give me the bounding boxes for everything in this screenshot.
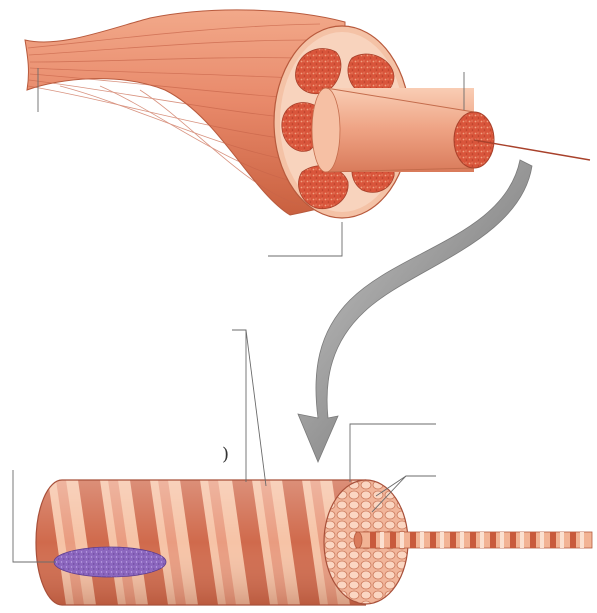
muscle-fiber [30,480,408,605]
nucleus [54,547,166,577]
myofibril [354,532,592,548]
fascicle-cylinder [312,88,590,172]
stray-glyph: ) [222,446,229,464]
